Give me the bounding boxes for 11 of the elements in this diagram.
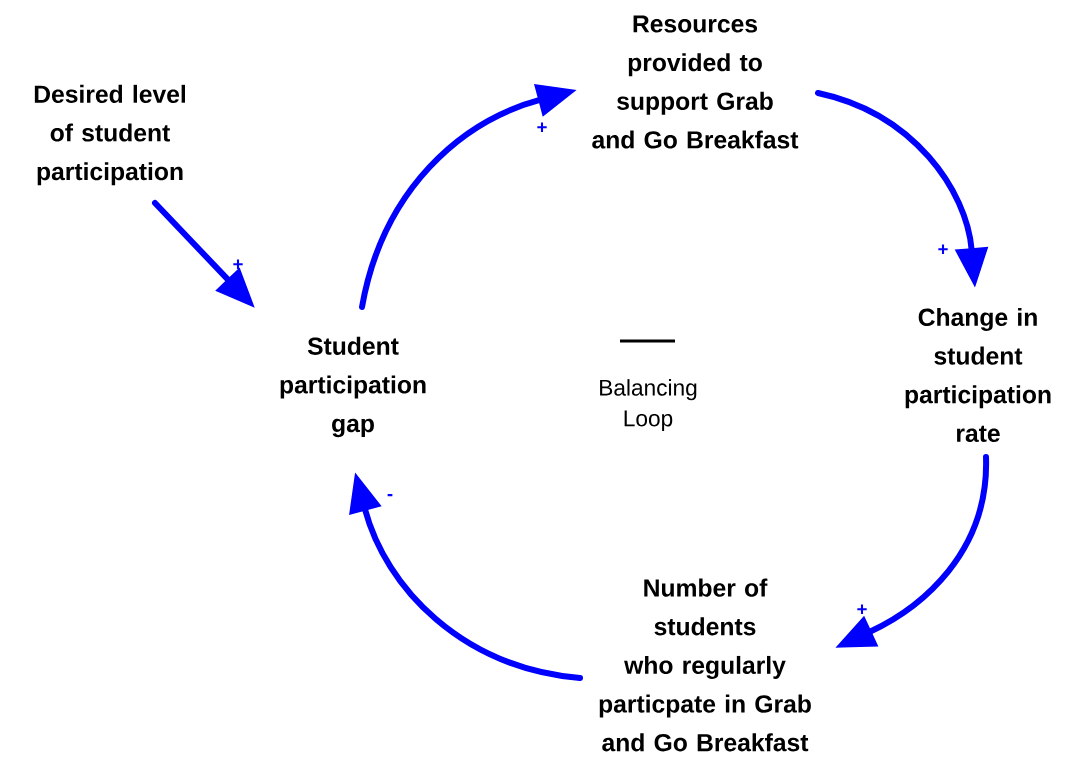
variable-label: Resources provided to support Grab and Go Breakfast <box>592 15 799 149</box>
variable-label: Desired level of student participation <box>34 84 185 186</box>
polarity-sign: + <box>537 122 547 132</box>
loop-label: Balancing Loop <box>600 379 697 431</box>
variable-label: Student participation gap <box>280 336 426 438</box>
polarity-sign: + <box>938 244 948 254</box>
variable-label: Number of students who regularly particpate in Grab and Go Breakfast <box>599 578 811 752</box>
variable-label: Change in student participation rate <box>905 307 1051 443</box>
polarity-sign: + <box>233 259 243 269</box>
polarity-sign: + <box>857 604 867 614</box>
polarity-sign: - <box>387 494 393 497</box>
